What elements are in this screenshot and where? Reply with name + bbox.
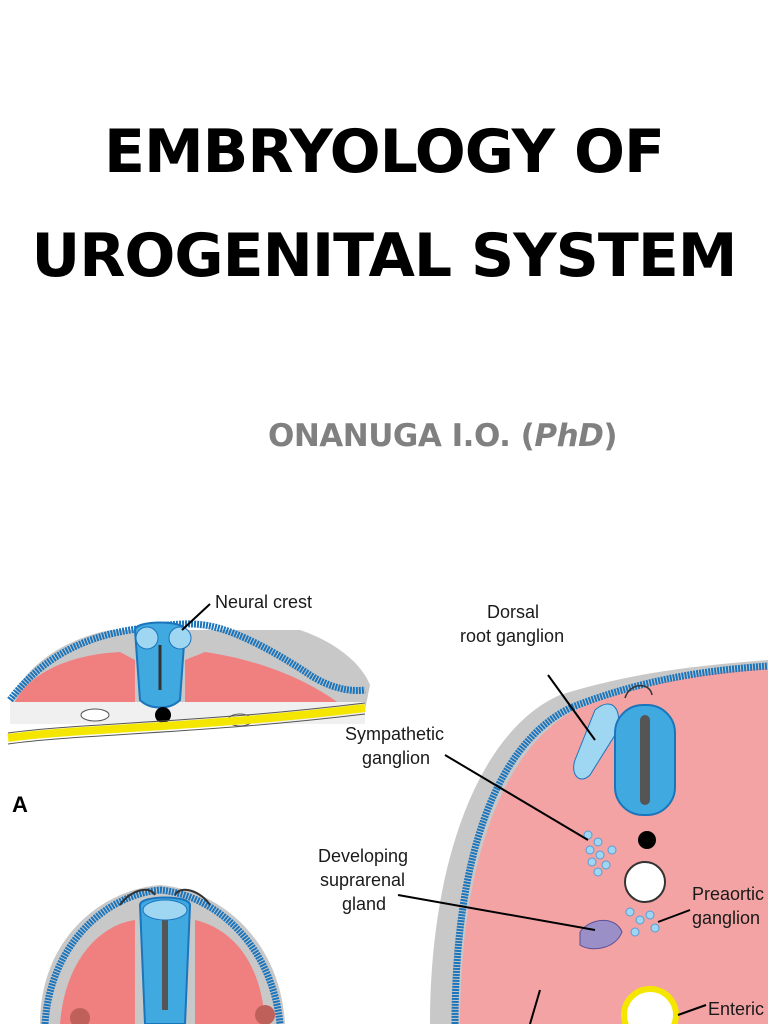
panel-c-section — [397, 660, 768, 1024]
label-neural-crest: Neural crest — [215, 592, 312, 612]
title-line-2: UROGENITAL SYSTEM — [31, 221, 737, 291]
slide-title: EMBRYOLOGY OF UROGENITAL SYSTEM — [0, 100, 768, 308]
label-dorsal-2: root ganglion — [460, 626, 564, 646]
label-developing-1: Developing — [318, 846, 408, 866]
author-name-text: ONANUGA I.O. ( — [268, 418, 535, 454]
author-name: ONANUGA I.O. (PhD) — [268, 418, 618, 454]
label-dorsal-1: Dorsal — [487, 602, 539, 622]
embryology-figure: Neural crest A — [7, 592, 768, 1024]
author-close-paren: ) — [603, 418, 618, 454]
label-sympathetic-2: ganglion — [362, 748, 430, 768]
label-developing-2: suprarenal — [320, 870, 405, 890]
panel-a-letter: A — [12, 792, 28, 817]
label-preaortic-2: ganglion — [692, 908, 760, 928]
author-degree: PhD — [534, 418, 604, 454]
label-developing-3: gland — [342, 894, 386, 914]
title-line-1: EMBRYOLOGY OF — [103, 117, 665, 187]
panel-b-section — [40, 885, 285, 1024]
label-preaortic-1: Preaortic — [692, 884, 764, 904]
panel-a-section — [7, 603, 370, 745]
label-sympathetic-1: Sympathetic — [345, 724, 444, 744]
label-enteric: Enteric — [708, 999, 764, 1019]
